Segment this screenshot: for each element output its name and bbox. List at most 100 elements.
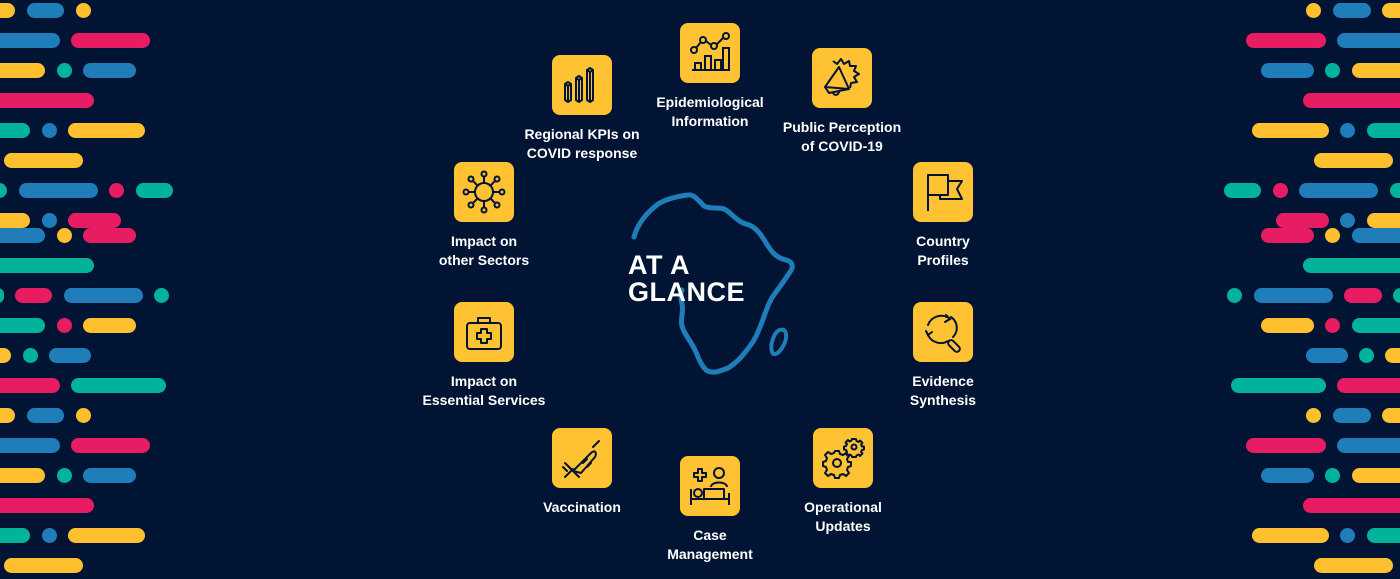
center-title: AT A GLANCE (628, 250, 745, 307)
item-regional-kpis[interactable]: Regional KPIs on COVID response (512, 55, 652, 163)
pill (49, 348, 91, 363)
pill (1382, 3, 1400, 18)
pill (68, 528, 145, 543)
pill (0, 288, 4, 303)
pill (1224, 183, 1261, 198)
pill (0, 93, 94, 108)
pill (0, 528, 30, 543)
pill (68, 123, 145, 138)
dot (109, 183, 124, 198)
dot (1325, 468, 1340, 483)
dot (76, 3, 91, 18)
item-label: Country Profiles (916, 233, 970, 268)
pill (0, 498, 94, 513)
pill (71, 33, 150, 48)
item-public-perception[interactable]: Public Perception of COVID-19 (772, 48, 912, 156)
pill (1352, 63, 1400, 78)
hospital-bed-icon (680, 456, 740, 516)
pill (1246, 33, 1326, 48)
item-label: Regional KPIs on COVID response (524, 126, 640, 161)
pill (1246, 438, 1326, 453)
left-decoration (0, 0, 180, 579)
item-impact-essential-services[interactable]: Impact on Essential Services (414, 302, 554, 410)
dot (76, 408, 91, 423)
pill (83, 468, 136, 483)
africa-map-icon (631, 192, 795, 375)
syringe-icon (552, 428, 612, 488)
pill (1252, 123, 1329, 138)
pill (1261, 318, 1314, 333)
pill (19, 183, 98, 198)
virus-icon (454, 162, 514, 222)
item-label: Impact on Essential Services (422, 373, 546, 408)
pill (1314, 558, 1393, 573)
dot (57, 228, 72, 243)
pill (27, 408, 64, 423)
right-decoration (1220, 0, 1400, 579)
pill (1252, 528, 1329, 543)
pill (0, 33, 60, 48)
item-impact-other-sectors[interactable]: Impact on other Sectors (414, 162, 554, 270)
pill (0, 468, 45, 483)
pill (1303, 498, 1400, 513)
pill (1261, 468, 1314, 483)
pill (64, 288, 143, 303)
pill (1303, 93, 1400, 108)
pill (0, 258, 94, 273)
gears-icon (813, 428, 873, 488)
pill (0, 318, 45, 333)
pill (1254, 288, 1333, 303)
pill (1352, 468, 1400, 483)
dot (1340, 213, 1355, 228)
dot (1340, 528, 1355, 543)
pill (1390, 183, 1400, 198)
pill (1231, 378, 1326, 393)
item-epidemiological-information[interactable]: Epidemiological Information (640, 23, 780, 131)
flag-icon (913, 162, 973, 222)
pill (1303, 258, 1400, 273)
pill (0, 183, 7, 198)
dot (1340, 123, 1355, 138)
pill (1367, 213, 1400, 228)
pill (1352, 228, 1400, 243)
pill (83, 228, 136, 243)
pill (4, 153, 83, 168)
item-case-management[interactable]: Case Management (640, 456, 780, 564)
item-vaccination[interactable]: Vaccination (512, 428, 652, 517)
dot (42, 123, 57, 138)
item-label: Operational Updates (804, 499, 882, 534)
pill (0, 378, 60, 393)
dot (154, 288, 169, 303)
pill (83, 318, 136, 333)
pill (1333, 408, 1371, 423)
item-label: Vaccination (543, 499, 621, 515)
item-label: Impact on other Sectors (438, 233, 530, 268)
line-bar-chart-icon (680, 23, 740, 83)
dot (1306, 3, 1321, 18)
dot (42, 213, 57, 228)
search-refresh-icon (913, 302, 973, 362)
item-country-profiles[interactable]: Country Profiles (873, 162, 1013, 270)
pill (136, 183, 173, 198)
item-label: Public Perception of COVID-19 (782, 119, 902, 154)
pill (1333, 3, 1371, 18)
pill (0, 348, 11, 363)
medical-kit-icon (454, 302, 514, 362)
pill (71, 438, 150, 453)
pill (68, 213, 121, 228)
pill (0, 3, 15, 18)
dot (1306, 408, 1321, 423)
bar-columns-icon (552, 55, 612, 115)
pill (1306, 348, 1348, 363)
dot (1325, 228, 1340, 243)
dot (1359, 348, 1374, 363)
pill (1352, 318, 1400, 333)
pill (1276, 213, 1329, 228)
pill (1337, 33, 1400, 48)
item-evidence-synthesis[interactable]: Evidence Synthesis (873, 302, 1013, 410)
dot (1325, 63, 1340, 78)
item-label: Epidemiological Information (656, 94, 764, 129)
pill (1261, 63, 1314, 78)
item-operational-updates[interactable]: Operational Updates (773, 428, 913, 536)
pill (1367, 123, 1400, 138)
